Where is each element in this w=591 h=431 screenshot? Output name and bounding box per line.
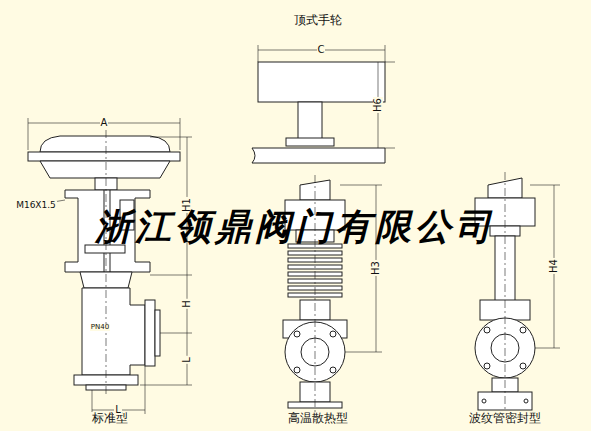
watermark: 浙江领鼎阀门有限公司 <box>94 208 496 244</box>
view-caption: 标准型 <box>91 412 129 424</box>
dimension-label: C <box>317 45 326 55</box>
dimension-label: L <box>182 356 192 364</box>
view-title: 顶式手轮 <box>293 14 343 26</box>
dimension-label: L <box>114 405 122 415</box>
dimension-label: H3 <box>371 260 381 276</box>
view-caption: 波纹管密封型 <box>468 412 542 424</box>
thread-label: M16X1.5 <box>15 201 57 210</box>
dimension-label: H6 <box>373 97 383 113</box>
view-caption: 高温散热型 <box>287 412 349 424</box>
standard-valve <box>18 118 192 414</box>
dimension-label: H <box>182 299 192 309</box>
body-marking: PN40 <box>90 324 110 331</box>
dimension-label: A <box>100 118 109 128</box>
dimension-label: H4 <box>549 258 559 274</box>
top-handwheel <box>252 45 395 163</box>
